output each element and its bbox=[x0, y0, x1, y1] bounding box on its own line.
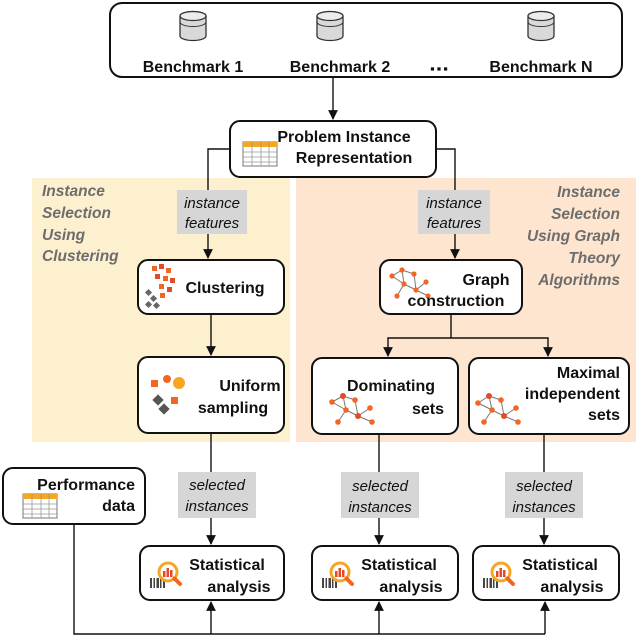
database-icon-1 bbox=[179, 10, 207, 42]
uniform-label-line2: sampling bbox=[198, 400, 268, 417]
performance-label-line1: Performance bbox=[37, 477, 135, 494]
benchmark-1-label: Benchmark 1 bbox=[143, 59, 244, 76]
left-features-line2: features bbox=[185, 215, 240, 232]
graph-title-3: Using Graph bbox=[527, 228, 620, 245]
dominating-graph-icon bbox=[329, 393, 375, 425]
clustering-title-4: Clustering bbox=[42, 248, 119, 265]
left-features-line1: instance bbox=[184, 195, 240, 212]
right-features-label-bg bbox=[418, 190, 490, 234]
maximal-label-line3: sets bbox=[588, 407, 620, 424]
benchmarks-ellipsis: ▪▪▪ bbox=[430, 61, 450, 76]
dominating-label-line2: sets bbox=[412, 401, 444, 418]
clustering-title-2: Selection bbox=[42, 205, 111, 222]
statistical-analysis-box-2 bbox=[311, 545, 459, 601]
sampling-icon bbox=[151, 375, 185, 415]
selected-label-bg-3 bbox=[505, 472, 583, 518]
selected-2-line2: instances bbox=[348, 499, 412, 516]
clustering-icon bbox=[144, 264, 175, 310]
maximal-label-line1: Maximal bbox=[557, 365, 620, 382]
graph-title-5: Algorithms bbox=[537, 272, 620, 289]
table-icon bbox=[242, 141, 278, 167]
graph-title-1: Instance bbox=[557, 184, 620, 201]
graph-label-line1: Graph bbox=[462, 272, 509, 289]
selected-1-line1: selected bbox=[189, 477, 246, 494]
uniform-sampling-box bbox=[137, 356, 285, 434]
right-features-line2: features bbox=[427, 215, 482, 232]
statistical-1-line1: Statistical bbox=[189, 557, 265, 574]
performance-label-line2: data bbox=[102, 498, 135, 515]
statistical-1-line2: analysis bbox=[207, 579, 270, 596]
dominating-sets-box bbox=[311, 357, 459, 435]
branch-right-line bbox=[436, 148, 456, 190]
statistical-analysis-box-1 bbox=[139, 545, 285, 601]
representation-line1: Problem Instance bbox=[277, 129, 410, 146]
selected-3-line1: selected bbox=[516, 478, 573, 495]
statistical-3-line2: analysis bbox=[540, 579, 603, 596]
uniform-label-line1: Uniform bbox=[219, 378, 280, 395]
statistical-3-line1: Statistical bbox=[522, 557, 598, 574]
branch-left-line bbox=[207, 148, 230, 190]
graph-icon bbox=[389, 267, 431, 299]
right-features-line1: instance bbox=[426, 195, 482, 212]
statistical-analysis-box-3 bbox=[472, 545, 620, 601]
dominating-label-line1: Dominating bbox=[347, 378, 435, 395]
graph-label-line2: construction bbox=[408, 293, 505, 310]
maximal-label-line2: independent bbox=[525, 386, 621, 403]
benchmarks-box bbox=[109, 2, 623, 78]
graph-title-2: Selection bbox=[551, 206, 620, 223]
clustering-title-3: Using bbox=[42, 227, 86, 244]
independent-graph-icon bbox=[475, 393, 521, 425]
benchmark-n-label: Benchmark N bbox=[489, 59, 592, 76]
left-features-label-bg bbox=[177, 190, 247, 234]
clustering-title-1: Instance bbox=[42, 183, 105, 200]
selected-1-line2: instances bbox=[185, 498, 249, 515]
clustering-label: Clustering bbox=[185, 280, 264, 297]
maximal-independent-sets-box bbox=[468, 357, 630, 435]
performance-feed-line bbox=[73, 524, 545, 635]
selected-label-bg-2 bbox=[341, 472, 419, 518]
performance-table-icon bbox=[22, 493, 58, 519]
database-icon-2 bbox=[316, 10, 344, 42]
statistical-2-line2: analysis bbox=[379, 579, 442, 596]
graph-title-4: Theory bbox=[568, 250, 621, 267]
statistical-2-line1: Statistical bbox=[361, 557, 437, 574]
arrow-to-dominating bbox=[383, 337, 451, 357]
database-icon-n bbox=[527, 10, 555, 42]
selected-2-line1: selected bbox=[352, 478, 409, 495]
arrow-to-maximal bbox=[451, 337, 553, 357]
selected-3-line2: instances bbox=[512, 499, 576, 516]
benchmark-2-label: Benchmark 2 bbox=[290, 59, 391, 76]
selected-label-bg-1 bbox=[178, 472, 256, 518]
representation-line2: Representation bbox=[296, 150, 412, 167]
